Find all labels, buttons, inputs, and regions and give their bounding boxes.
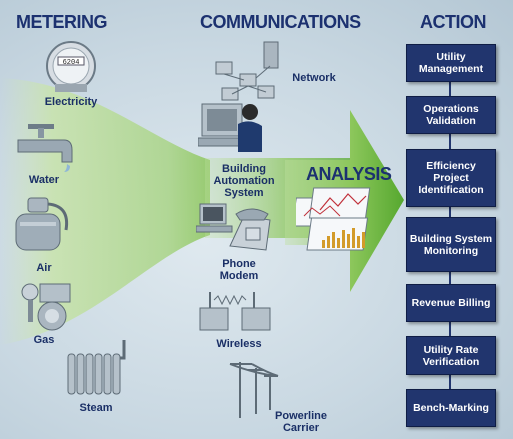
action-utility-management: Utility Management (406, 44, 496, 82)
label-building-automation-line3: System (224, 187, 264, 199)
label-building-automation-line2: Automation (213, 175, 275, 187)
label-gas: Gas (33, 334, 55, 346)
label-network: Network (292, 72, 336, 84)
label-air: Air (36, 262, 52, 274)
label-powerline-line1: Powerline (275, 410, 327, 422)
label-phone-modem: Phone Modem (204, 258, 274, 282)
analysis-label: ANALYSIS (306, 164, 392, 184)
steam-radiator-icon (67, 340, 126, 395)
action-utility-rate-verification: Utility Rate Verification (406, 336, 496, 375)
action-efficiency-project-identification: Efficiency Project Identification (406, 149, 496, 207)
action-operations-validation: Operations Validation (406, 96, 496, 134)
action-efficiency-project-identification-label: Efficiency Project Identification (418, 160, 484, 196)
header-action: ACTION (420, 12, 487, 32)
action-utility-rate-verification-label: Utility Rate Verification (422, 343, 480, 368)
air-compressor-icon (15, 197, 69, 251)
network-icon (215, 41, 279, 101)
wireless-icon (199, 292, 271, 331)
label-building-automation: Building Automation System (204, 163, 284, 199)
action-revenue-billing-label: Revenue Billing (411, 297, 491, 309)
header-communications: COMMUNICATIONS (200, 12, 361, 32)
building-automation-icon (198, 103, 262, 152)
action-operations-validation-label: Operations Validation (423, 103, 479, 127)
electric-meter-icon: 6204 (46, 41, 96, 92)
gas-meter-icon (21, 283, 71, 331)
label-water: Water (28, 174, 60, 186)
svg-text:6204: 6204 (63, 59, 80, 67)
label-phone-modem-line1: Phone (222, 258, 256, 270)
label-powerline-line2: Carrier (282, 422, 320, 434)
action-bench-marking-label: Bench-Marking (413, 402, 489, 414)
action-bench-marking: Bench-Marking (406, 389, 496, 427)
label-electricity: Electricity (44, 96, 98, 108)
label-wireless: Wireless (216, 338, 262, 350)
action-utility-management-label: Utility Management (418, 51, 484, 75)
powerline-icon (229, 362, 279, 418)
action-building-system-monitoring-label: Building System Monitoring (409, 232, 493, 257)
label-powerline: Powerline Carrier (268, 410, 334, 434)
phone-modem-icon (196, 203, 271, 251)
label-steam: Steam (79, 402, 113, 414)
label-phone-modem-line2: Modem (219, 270, 259, 282)
analysis-charts-icon (296, 187, 371, 251)
header-metering: METERING (16, 12, 108, 32)
action-revenue-billing: Revenue Billing (406, 284, 496, 322)
label-building-automation-line1: Building (222, 163, 266, 175)
action-building-system-monitoring: Building System Monitoring (406, 217, 496, 272)
water-faucet-icon (17, 124, 73, 172)
